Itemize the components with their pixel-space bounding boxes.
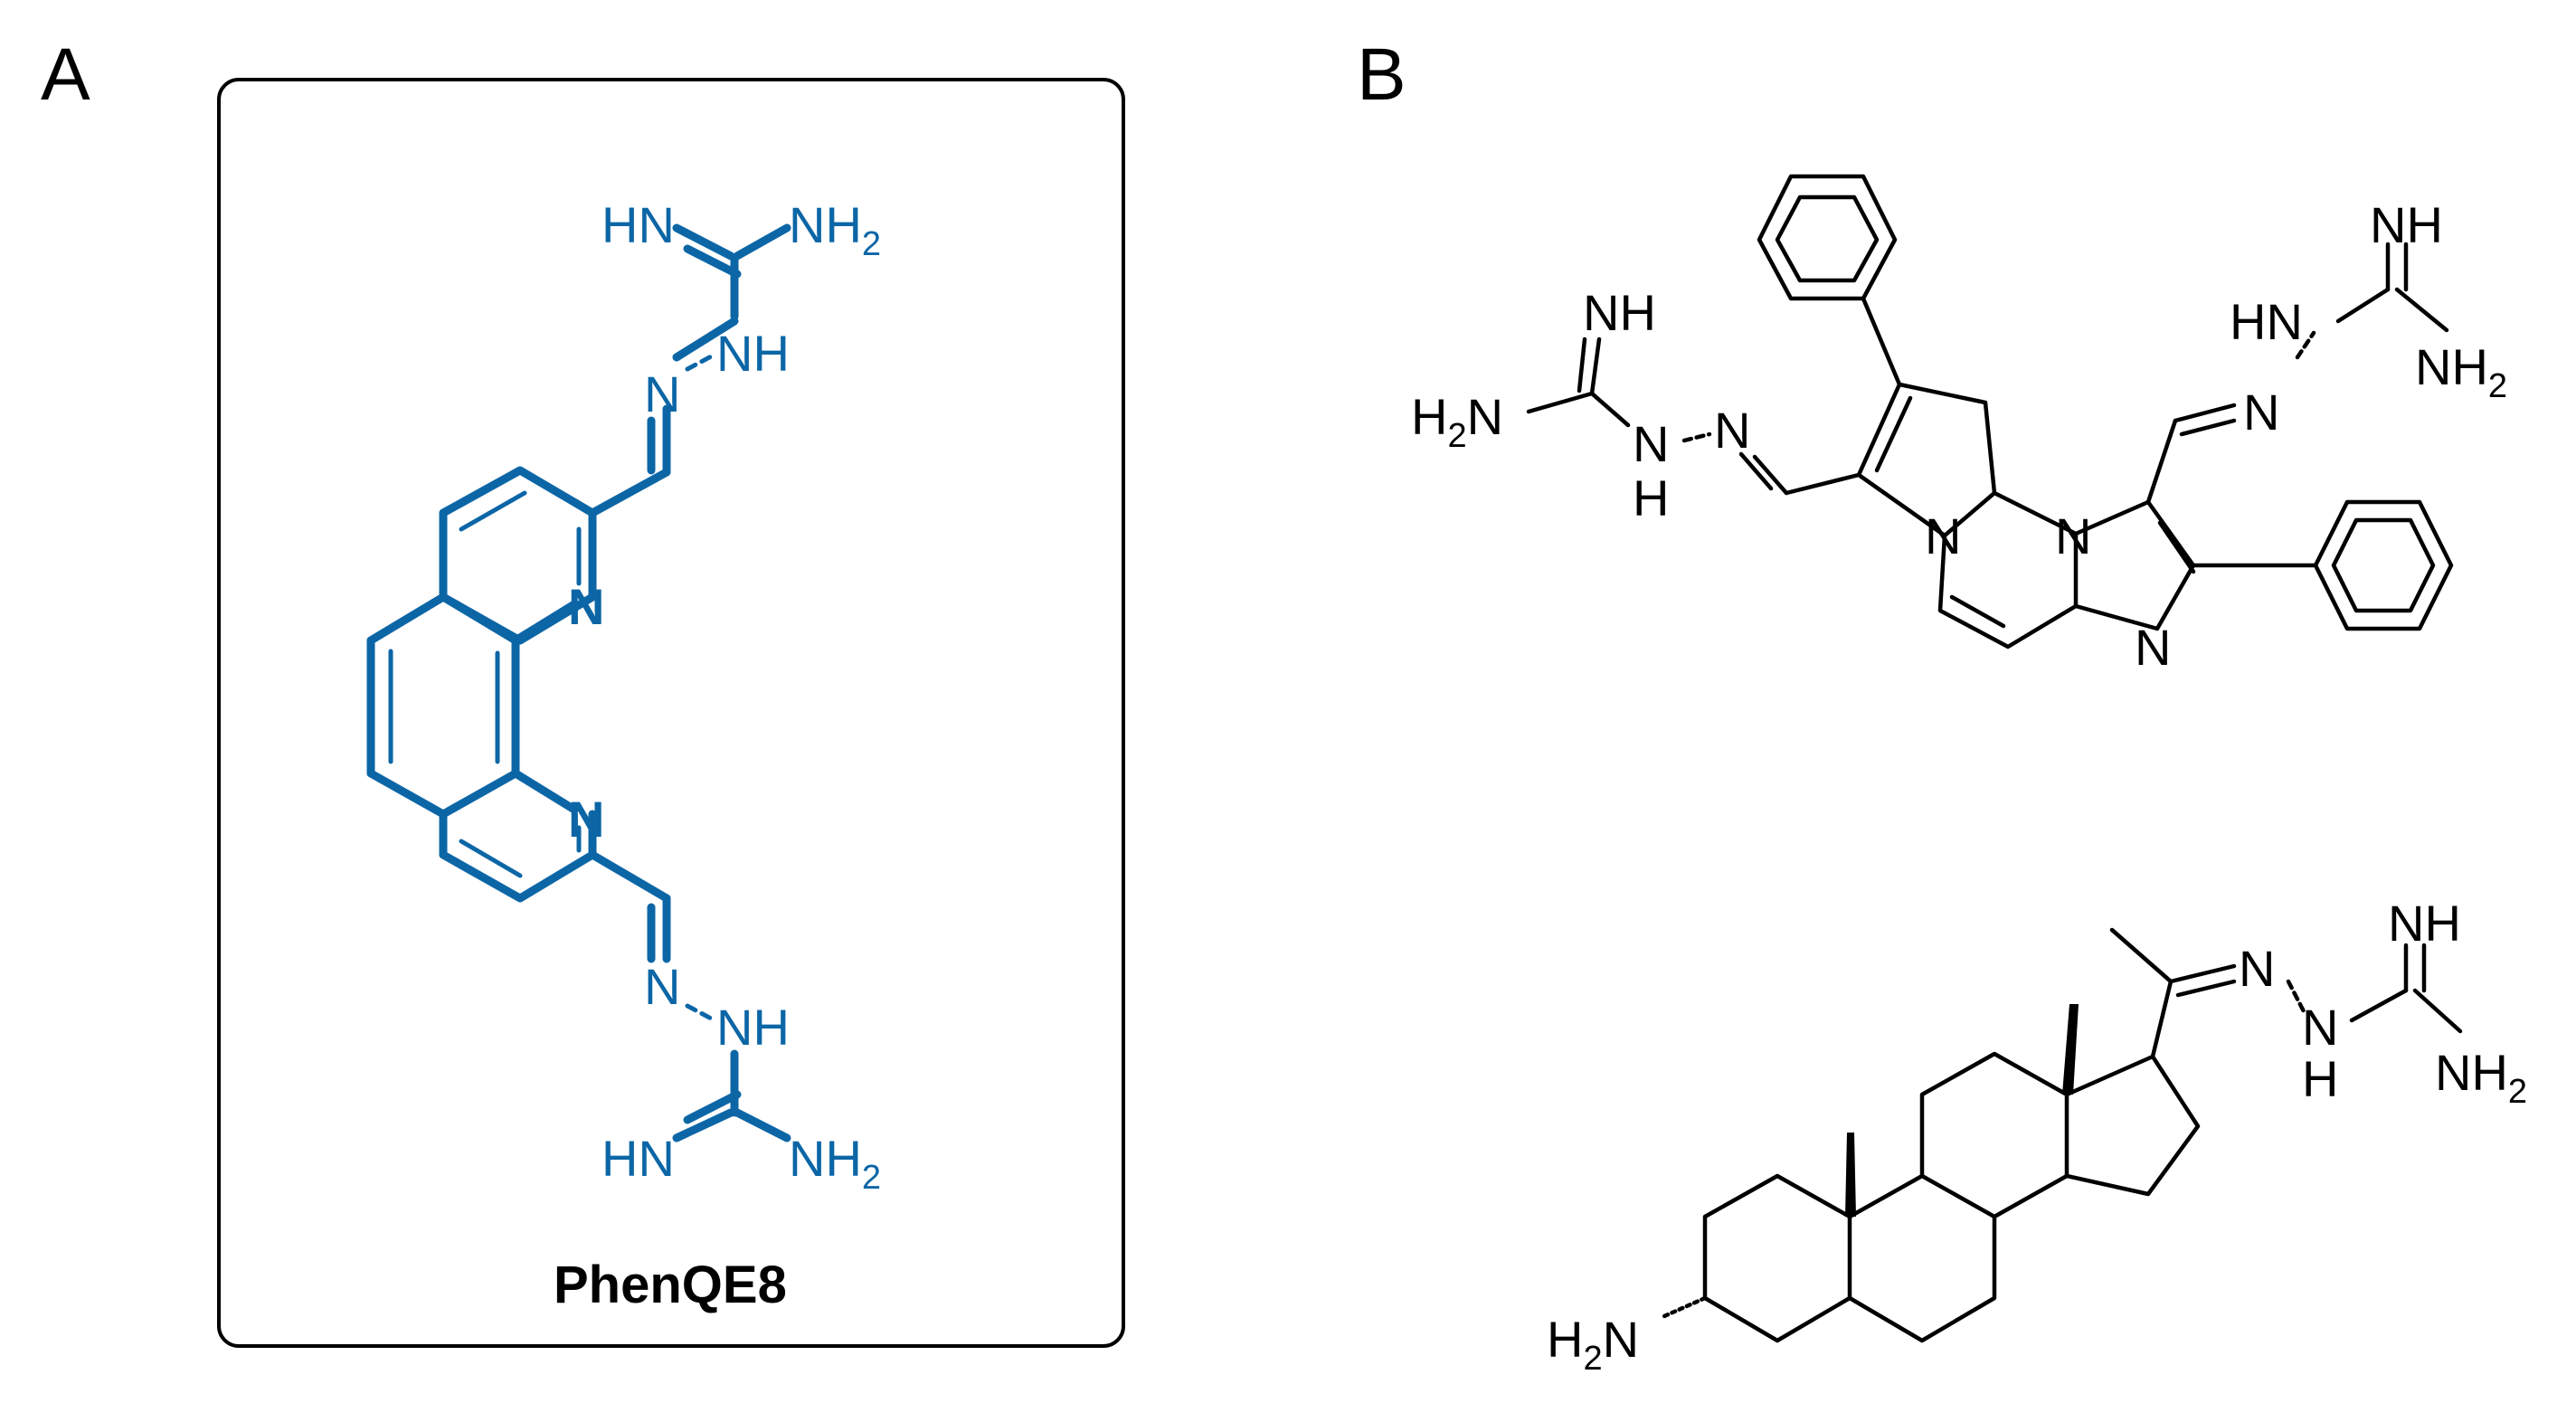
panel-b-label: B [1357, 33, 1406, 116]
atom-nh2-top: NH2 [789, 196, 881, 263]
atom-n-ring2: N [568, 791, 604, 848]
atom-nh2-bottom: NH2 [789, 1130, 881, 1197]
atom-n-top-hydrazone: N [644, 365, 680, 422]
atom-n-pyrrolo: N [1925, 507, 1961, 564]
atom-hn-right: HN [2230, 293, 2303, 350]
atom-h2n-left: H2N [1411, 388, 1503, 455]
atom-nh-left: NH [1583, 284, 1656, 341]
steroid-guanylhydrazone-structure: N N H NH NH2 H2N [1547, 895, 2527, 1378]
atom-hn-bottom: HN [601, 1130, 675, 1187]
panel-a-frame [217, 78, 1125, 1348]
compound-name-phenqe8: PhenQE8 [554, 1256, 787, 1314]
atom-nh-top: NH [716, 325, 790, 382]
atom-h-left: H [1633, 469, 1669, 526]
atom-n-hyd1: N [2239, 940, 2275, 997]
atom-h2n: H2N [1547, 1311, 1639, 1378]
atom-nh2: NH2 [2435, 1044, 2527, 1111]
atom-n-hyd2: N [2302, 999, 2338, 1056]
panel-a-label: A [41, 33, 90, 116]
atom-n-left-hyd: N [1714, 402, 1750, 459]
atom-n-ring1: N [568, 578, 604, 635]
pyrroloimidazopyrimidine-structure: NH H2N N N H N N N NH HN N NH2 [1411, 174, 2507, 676]
atom-hn-top: HN [601, 196, 675, 253]
atom-n-left-lower: N [1633, 415, 1669, 472]
atom-n-imid-bottom: N [2135, 619, 2171, 676]
atom-nh-top: NH [2388, 895, 2461, 952]
atom-h-hyd: H [2302, 1050, 2338, 1107]
atom-nh-right: NH [2370, 196, 2443, 253]
atom-nh-bottom: NH [716, 999, 790, 1056]
atom-nh2-right: NH2 [2415, 338, 2507, 405]
phenqe8-structure: HN NH2 NH N N N N NH HN NH2 [366, 196, 881, 1197]
atom-n-bottom-hydrazone: N [644, 958, 680, 1015]
atom-n-imid: N [2055, 507, 2091, 564]
atom-n-right-hyd: N [2243, 384, 2279, 441]
